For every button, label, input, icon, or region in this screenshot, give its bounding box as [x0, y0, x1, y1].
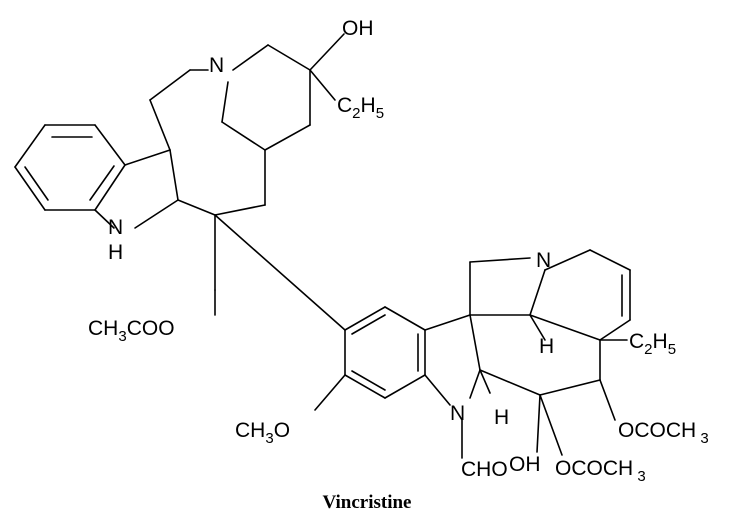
atom-label-oh-lower: OH: [509, 453, 541, 476]
bond-line: [469, 369, 481, 399]
atom-label-h-lower: H: [494, 406, 509, 429]
atom-label-cho: CHO: [461, 458, 508, 481]
atom-label-ethyl-top: C2H5: [337, 94, 384, 122]
bond-line: [469, 314, 481, 371]
atom-label-indole-h: H: [108, 241, 123, 264]
bond-line: [24, 166, 49, 201]
atom-label-ethyl-right: C2H5: [629, 330, 676, 358]
bond-line: [351, 314, 386, 335]
bond-line: [221, 81, 229, 123]
caption-compound-name: Vincristine: [322, 492, 412, 513]
atom-label-acetate: CH3COO: [88, 317, 175, 345]
bond-line: [149, 69, 191, 101]
bond-line: [124, 149, 171, 166]
atom-label-methoxy: CH3O: [235, 419, 290, 447]
bond-line: [309, 69, 336, 101]
bond-line: [214, 204, 266, 216]
bond-line: [169, 149, 179, 201]
bond-line: [536, 394, 541, 453]
atom-label-n-lower: N: [450, 402, 465, 425]
bond-line: [267, 44, 311, 71]
bond-line: [344, 306, 386, 331]
atom-label-oh-top: OH: [342, 17, 374, 40]
bond-line: [94, 124, 126, 166]
bond-line: [94, 209, 115, 229]
bond-line: [589, 249, 631, 271]
bond-line: [529, 314, 601, 341]
bond-line: [384, 306, 426, 331]
bond-line: [344, 374, 386, 399]
bond-line: [529, 269, 546, 316]
bond-line: [539, 394, 563, 456]
bond-line: [232, 44, 269, 71]
bond-line: [424, 374, 451, 406]
atom-label-indole-n: N: [108, 216, 123, 239]
bond-line: [424, 314, 471, 331]
atom-label-n-top: N: [209, 54, 224, 77]
bond-lines: [14, 33, 631, 459]
bond-line: [351, 370, 386, 391]
bond-line: [309, 33, 345, 71]
bond-line: [479, 369, 491, 394]
bond-line: [14, 124, 46, 168]
bond-line: [221, 121, 266, 151]
bond-line: [149, 99, 171, 151]
bond-line: [14, 166, 46, 211]
bond-line: [384, 374, 426, 399]
atom-label-h-right: H: [539, 335, 554, 358]
bond-line: [529, 314, 546, 341]
bond-line: [89, 165, 115, 201]
atom-label-ococh3-lower: OCOCH 3: [555, 457, 646, 485]
bond-line: [599, 379, 616, 421]
bond-line: [264, 124, 311, 151]
bond-line: [314, 374, 346, 411]
bond-line: [469, 257, 531, 263]
bond-line: [479, 369, 541, 396]
bond-line: [134, 199, 179, 229]
atom-label-n-right: N: [536, 249, 551, 272]
bond-line: [539, 379, 601, 396]
bond-line: [177, 199, 216, 216]
bond-line: [94, 164, 126, 211]
atom-label-ococh3-upper: OCOCH 3: [618, 419, 709, 447]
bond-line: [599, 319, 631, 341]
bond-line: [544, 249, 591, 271]
bond-line: [214, 214, 346, 331]
